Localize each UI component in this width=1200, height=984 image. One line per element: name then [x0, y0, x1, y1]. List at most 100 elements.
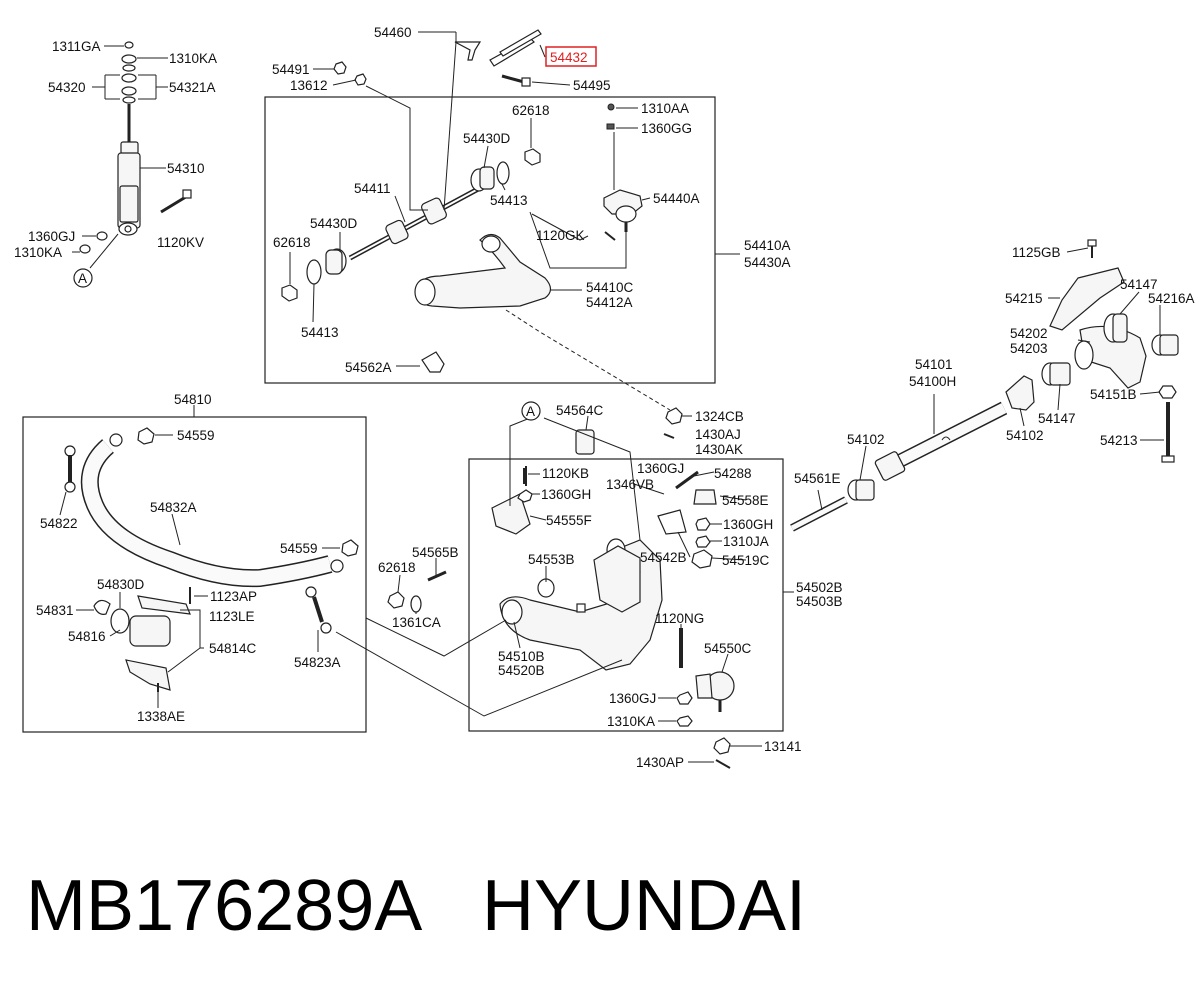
part-label: 54147 — [1038, 411, 1076, 426]
part-label: 62618 — [273, 235, 311, 250]
shock-absorber-drawing — [79, 41, 192, 254]
upper-arm-drawing — [281, 29, 643, 373]
part-label: 54495 — [573, 78, 611, 93]
part-label: 1120KB — [542, 466, 589, 481]
part-label: 54147 — [1120, 277, 1158, 292]
part-label: 13141 — [764, 739, 802, 754]
part-label: 54413 — [490, 193, 528, 208]
leader-lines — [59, 31, 1164, 763]
part-labels: 1311GA 1310KA 54320 54321A 54310 1360GJ … — [14, 25, 1195, 770]
part-label: 54310 — [167, 161, 205, 176]
part-label: 54519C — [722, 553, 770, 568]
part-label: 1338AE — [137, 709, 185, 724]
part-label: 54510B — [498, 649, 545, 664]
part-label: 54823A — [294, 655, 341, 670]
part-label: 54564C — [556, 403, 604, 418]
part-label: 54520B — [498, 663, 545, 678]
part-label: 54102 — [847, 432, 885, 447]
part-label: 1310KA — [607, 714, 655, 729]
stabilizer-drawing — [64, 427, 359, 692]
part-label: 54320 — [48, 80, 86, 95]
lower-arm-drawing — [387, 407, 735, 769]
part-label: 54151B — [1090, 387, 1137, 402]
part-label: 54822 — [40, 516, 78, 531]
part-label: 1360GJ — [637, 461, 684, 476]
part-label: 1311GA — [52, 39, 101, 54]
part-label: 1125GB — [1012, 245, 1061, 260]
part-label: 54430A — [744, 255, 791, 270]
part-label: 54814C — [209, 641, 257, 656]
part-label: 54503B — [796, 594, 843, 609]
part-label: 1310JA — [723, 534, 769, 549]
part-label: 54213 — [1100, 433, 1138, 448]
part-label: 1430AK — [695, 442, 743, 457]
upper-arm-frame — [264, 96, 716, 384]
ref-circle-a-top — [73, 268, 93, 288]
part-label: 54550C — [704, 641, 752, 656]
part-label: 54413 — [301, 325, 339, 340]
part-label: 54491 — [272, 62, 310, 77]
part-label: 54410A — [744, 238, 791, 253]
part-label: 1430AP — [636, 755, 684, 770]
part-label: 1310KA — [169, 51, 217, 66]
part-label: 54555F — [546, 513, 592, 528]
part-label: 54559 — [280, 541, 318, 556]
ref-circle-a-mid — [521, 401, 541, 421]
part-label: 1360GJ — [609, 691, 656, 706]
part-label: 54816 — [68, 629, 106, 644]
part-label: 54101 — [915, 357, 953, 372]
part-label: 54832A — [150, 500, 197, 515]
part-label: 54412A — [586, 295, 633, 310]
part-label: 54562A — [345, 360, 392, 375]
part-label: 54216A — [1148, 291, 1195, 306]
part-label: 1360GH — [723, 517, 773, 532]
part-label: 1123AP — [210, 589, 257, 604]
part-number-title: MB176289A — [26, 866, 423, 946]
part-label: 54215 — [1005, 291, 1043, 306]
ref-letter-a-top: A — [78, 271, 87, 286]
part-label: 54831 — [36, 603, 74, 618]
highlight-box — [545, 46, 597, 67]
part-label: 54559 — [177, 428, 215, 443]
part-label: 62618 — [378, 560, 416, 575]
part-label: 54565B — [412, 545, 459, 560]
part-label: 54810 — [174, 392, 212, 407]
part-label: 54203 — [1010, 341, 1048, 356]
part-label: 54558E — [722, 493, 769, 508]
brand-title: HYUNDAI — [482, 866, 807, 946]
part-label: 54502B — [796, 580, 843, 595]
part-label: 54542B — [640, 550, 687, 565]
part-label: 1120NG — [655, 611, 704, 626]
lower-arm-frame — [468, 458, 784, 732]
part-label: 62618 — [512, 103, 550, 118]
part-label: 1346VB — [606, 477, 654, 492]
part-label: 13612 — [290, 78, 328, 93]
part-label: 1361CA — [392, 615, 441, 630]
part-label: 54553B — [528, 552, 575, 567]
part-label: 1360GG — [641, 121, 692, 136]
part-label: 54410C — [586, 280, 634, 295]
part-label: 1360GH — [541, 487, 591, 502]
part-label: 54321A — [169, 80, 216, 95]
part-label: 1360GJ — [28, 229, 75, 244]
part-label: 1310KA — [14, 245, 62, 260]
part-label: 1123LE — [209, 609, 255, 624]
footer: MB176289A HYUNDAI — [26, 858, 1176, 954]
part-label: 1430AJ — [695, 427, 741, 442]
part-label: 1120GK — [536, 228, 585, 243]
part-label: 54411 — [354, 181, 391, 196]
part-label: 54561E — [794, 471, 841, 486]
part-label: 54202 — [1010, 326, 1048, 341]
part-label: 54102 — [1006, 428, 1044, 443]
part-label: 1310AA — [641, 101, 689, 116]
part-label: 54100H — [909, 374, 956, 389]
part-label: 54440A — [653, 191, 700, 206]
part-label: 54430D — [310, 216, 358, 231]
part-label: 54288 — [714, 466, 752, 481]
part-label: 54460 — [374, 25, 412, 40]
part-label: 54830D — [97, 577, 145, 592]
part-label: 1120KV — [157, 235, 204, 250]
ref-letter-a-mid: A — [526, 404, 535, 419]
part-label: 1324CB — [695, 409, 744, 424]
